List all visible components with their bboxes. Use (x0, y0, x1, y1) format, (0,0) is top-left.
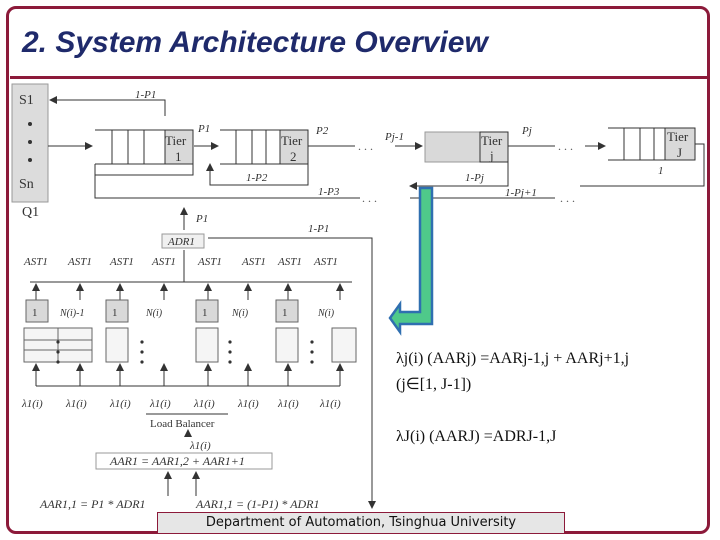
prob-label: Pj-1 (384, 131, 404, 143)
prob-label: P1 (197, 123, 210, 135)
footer-affiliation: Department of Automation, Tsinghua Unive… (157, 512, 565, 534)
server-box (105, 299, 129, 323)
tier-label: Tier (481, 133, 503, 148)
tier-server (164, 129, 194, 165)
tier-number: J (677, 145, 682, 160)
queue-label: N(i)-1 (59, 308, 84, 319)
aar-equation: AAR1 = AAR1,2 + AAR1+1 (109, 454, 245, 468)
ast-row: AST1 AST1 AST1 AST1 AST1 AST1 AST1 AST1 (23, 256, 338, 268)
prob-label: 1-P3 (318, 186, 340, 198)
prob-label: Pj (521, 125, 532, 137)
lambda-label: λ1(i) (237, 398, 259, 410)
lambda-label: λ1(i) (109, 398, 131, 410)
queue-label: 1 (282, 307, 288, 319)
ast-label: AST1 (23, 256, 48, 268)
server-box (25, 299, 49, 323)
queue-buffer (424, 131, 481, 163)
tier-1-queue: Tier 1 (95, 129, 194, 165)
ast-label: AST1 (151, 256, 176, 268)
ellipsis: . . . (358, 139, 373, 153)
feedback-line (580, 143, 705, 187)
feedback-line (94, 164, 194, 176)
equation-2: λJ(i) (AARJ) =ADRJ-1,J (396, 428, 557, 445)
tier-2-queue: Tier 2 (220, 129, 309, 165)
bottom-eq-left: AAR1,1 = P1 * ADR1 (39, 497, 146, 511)
queue-label: N(i) (145, 308, 163, 319)
queue-stack (105, 327, 129, 363)
tier-label: Tier (165, 133, 187, 148)
ellipsis: . . . (560, 191, 575, 205)
queue-label: N(i) (231, 308, 249, 319)
adr-label: ADR1 (167, 236, 195, 248)
equation-1-line-2: (j∈[1, J-1]) (396, 376, 472, 393)
ellipsis: . . . (558, 139, 573, 153)
adr-box (161, 233, 205, 249)
lambda-label: λ1(i) (277, 398, 299, 410)
tier-J-queue: Tier J (608, 127, 696, 161)
lambda-label: λ1(i) (149, 398, 171, 410)
ast-label: AST1 (109, 256, 134, 268)
lambda-label: λ1(i) (193, 398, 215, 410)
load-balancer-label: Load Balancer (150, 418, 215, 430)
lambda-label: λ1(i) (65, 398, 87, 410)
feedback-arrow (206, 156, 309, 186)
server-box (195, 299, 219, 323)
tier-number: 1 (175, 149, 182, 164)
tier-label: Tier (667, 129, 689, 144)
ellipsis-dot (28, 158, 32, 162)
queue-label: 1 (112, 307, 118, 319)
tier-number: j (489, 148, 494, 163)
prob-label: 1-Pj+1 (505, 187, 537, 199)
lambda-row: λ1(i) λ1(i) λ1(i) λ1(i) λ1(i) λ1(i) λ1(i… (21, 398, 341, 410)
q-label: Q1 (22, 205, 39, 220)
source-sn-label: Sn (19, 177, 34, 192)
feedback-line (94, 175, 360, 199)
equation-1-line-1: λj(i) (AARj) =AARj-1,j + AARj+1,j (396, 350, 630, 367)
ast-label: AST1 (277, 256, 302, 268)
server-box (275, 299, 299, 323)
green-arrow (388, 186, 434, 336)
tier-j-queue: Tier j (424, 131, 509, 163)
aar-box (95, 452, 273, 470)
queue-label: 1 (32, 307, 38, 319)
slide-title: 2. System Architecture Overview (22, 26, 488, 59)
feedback-arrow (49, 96, 166, 116)
lambda-in-label: λ1(i) (189, 440, 211, 452)
lambda-label: λ1(i) (21, 398, 43, 410)
lambda-label: λ1(i) (319, 398, 341, 410)
prob-label: 1-P1 (135, 89, 156, 101)
tier-number: 2 (290, 149, 297, 164)
queue-stack (331, 327, 357, 363)
ellipsis-dot (28, 140, 32, 144)
prob-label: 1 (658, 165, 664, 177)
tier-server (279, 129, 309, 165)
prob-label: 1-P2 (246, 172, 268, 184)
feedback-arrow (409, 162, 509, 190)
sources-block: S1 Sn Q1 (11, 83, 49, 220)
prob-label: P1 (195, 213, 208, 225)
queue-stack (275, 327, 299, 363)
prob-label: 1-Pj (465, 172, 484, 184)
tier-server (479, 131, 509, 163)
title-divider (10, 76, 710, 79)
server-columns: 1 N(i)-1 1 N(i) 1 N(i) 1 N(i) (23, 283, 357, 387)
ast-label: AST1 (241, 256, 266, 268)
bottom-eq-right: AAR1,1 = (1-P1) * ADR1 (195, 497, 320, 511)
ast-label: AST1 (67, 256, 92, 268)
queue-label: N(i) (317, 308, 335, 319)
prob-label: 1-P1 (308, 223, 329, 235)
ellipsis: . . . (362, 191, 377, 205)
tier-server (664, 127, 696, 161)
queue-label: 1 (202, 307, 208, 319)
queue-stack (195, 327, 219, 363)
ellipsis-dot (28, 122, 32, 126)
ast-label: AST1 (313, 256, 338, 268)
source-s1-label: S1 (19, 93, 34, 108)
prob-label: P2 (315, 125, 329, 137)
ast-label: AST1 (197, 256, 222, 268)
vertical-output-line (208, 237, 376, 509)
tier-label: Tier (281, 133, 303, 148)
